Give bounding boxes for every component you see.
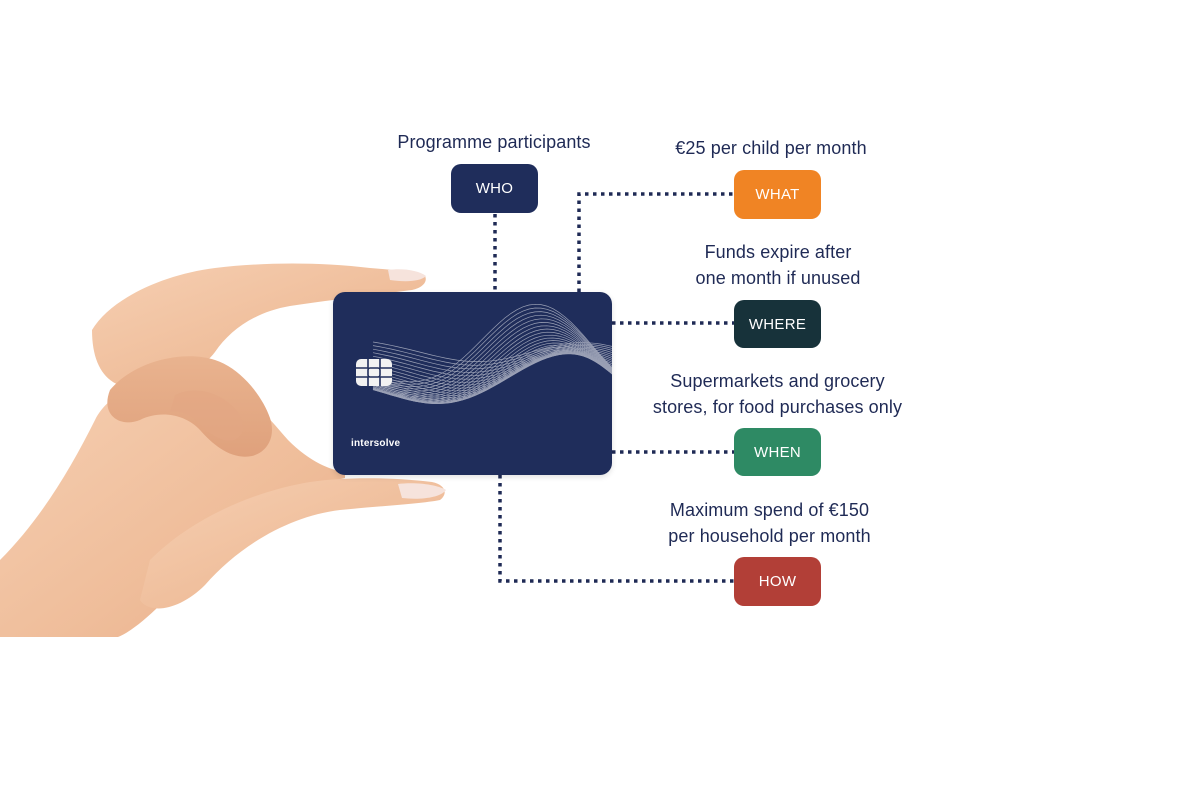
when-badge: WHEN [734,428,821,476]
caption-when: Supermarkets and grocery stores, for foo… [652,371,903,417]
wave-line [372,307,612,385]
caption-what: €25 per child per month [675,138,867,158]
card-wave-pattern [356,303,612,404]
connector-how [498,475,734,583]
wave-line [372,314,612,390]
wave-line [372,345,612,370]
payment-card: intersolve [333,292,612,475]
what-badge: WHAT [734,170,821,219]
connector-what [577,192,734,292]
wave-line [372,325,612,396]
wave-line [372,334,612,401]
wave-line [372,346,612,373]
how-badge: HOW [734,557,821,606]
wave-line [372,349,612,404]
chip-icon [356,359,392,386]
wave-line [372,342,612,404]
wave-line [372,328,612,398]
index-fingernail [388,269,426,282]
wave-line [372,337,612,402]
wave-line [372,340,612,403]
wave-line [372,318,612,392]
wave-line [372,303,612,383]
caption-who: Programme participants [397,132,591,152]
hand-knuckle [170,390,243,441]
who-badge: WHO [451,164,538,213]
caption-how: Maximum spend of €150 per household per … [668,500,871,546]
wave-line [372,343,612,366]
wave-line [372,350,612,383]
caption-where: Funds expire after one month if unused [695,242,861,288]
wave-line [372,351,612,403]
wave-line [372,311,612,387]
wave-line [372,352,612,403]
wave-line [372,331,612,399]
thumb-fingernail [398,483,446,499]
wave-line [372,322,612,394]
where-badge: WHERE [734,300,821,348]
card-brand-logo: intersolve [351,438,401,449]
wave-line [372,347,612,377]
